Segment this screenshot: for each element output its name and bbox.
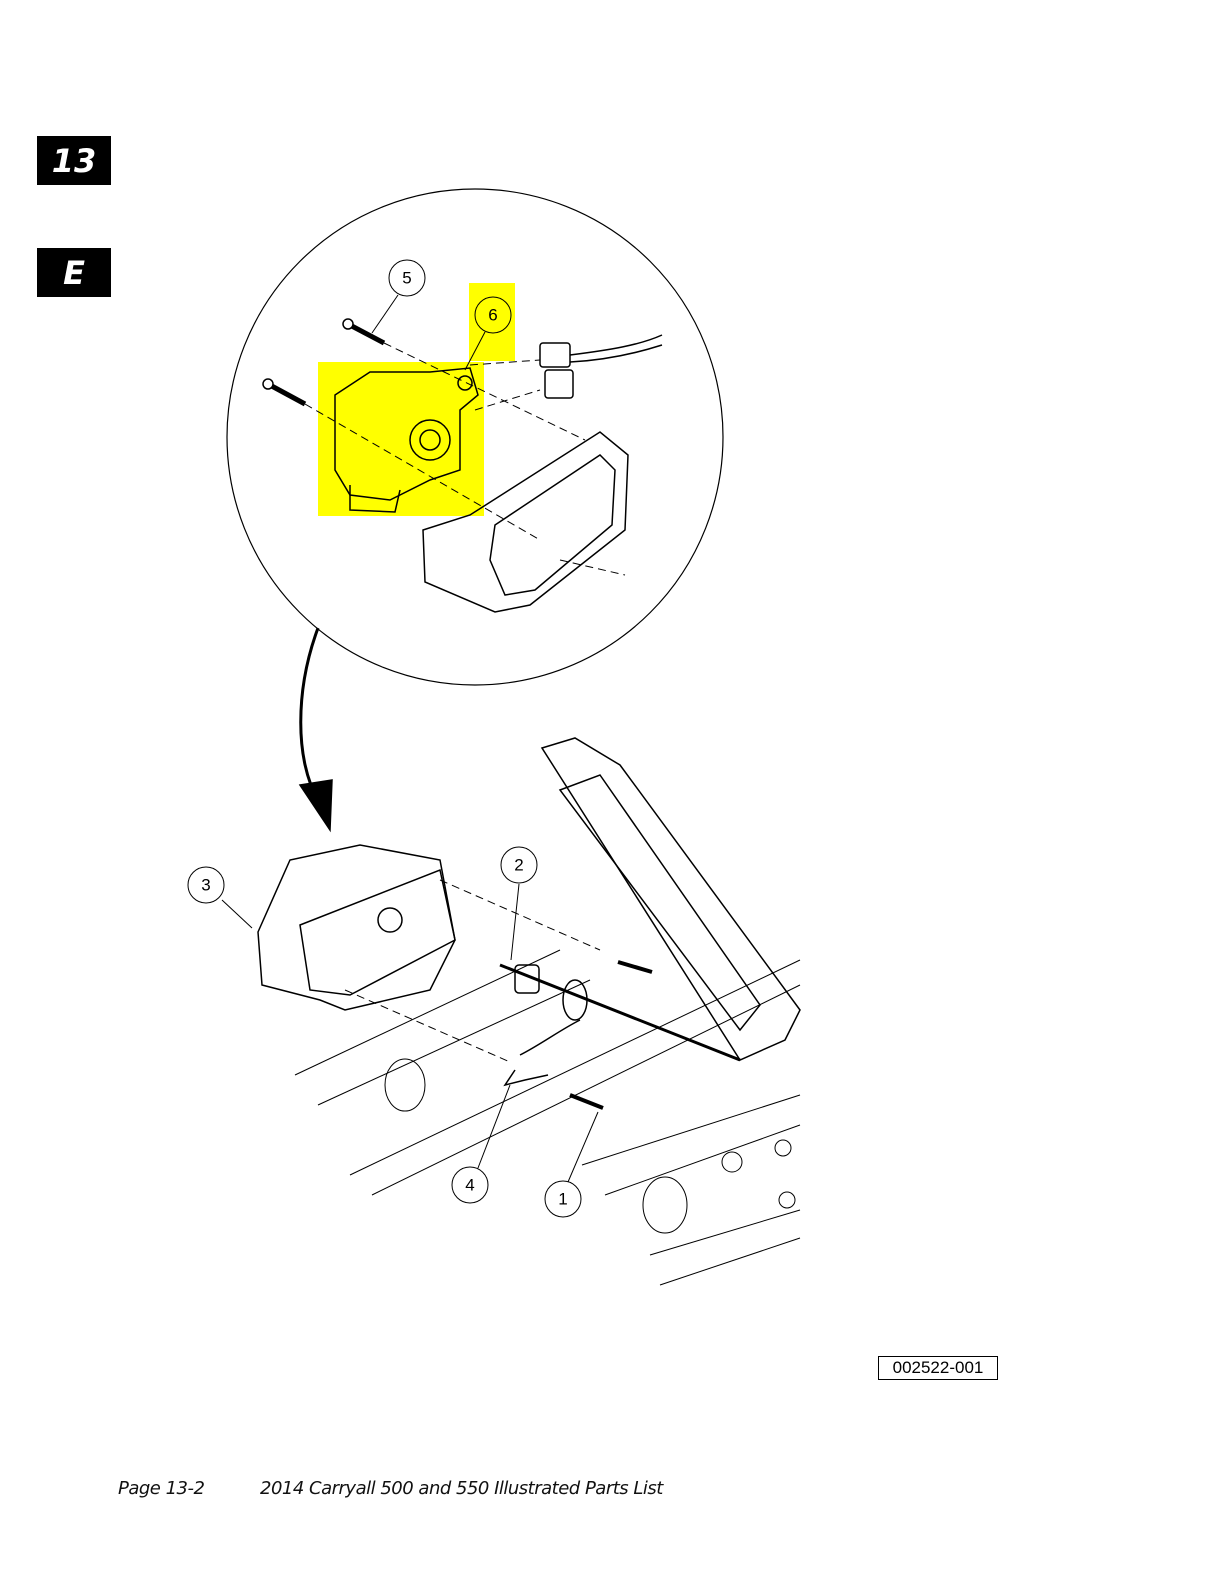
assembly-lines-detail: [304, 342, 626, 576]
section-tab: 13: [37, 136, 111, 185]
detail-circle: [226, 188, 724, 686]
zoom-arrow: [299, 627, 320, 801]
screw-5: [262, 318, 386, 407]
footer-page-number: Page 13-2: [118, 1478, 205, 1499]
frame: [294, 949, 801, 1286]
svg-text:3: 3: [201, 876, 210, 895]
pedal-arm: [540, 737, 801, 1061]
svg-text:2: 2: [514, 856, 523, 875]
wire-connector: [539, 334, 663, 399]
arrow-head: [298, 779, 333, 833]
assembly-lines-main: [344, 879, 601, 1063]
screws-1-2: [569, 960, 653, 1110]
callout-6: 6: [474, 296, 512, 334]
callout-1: 1: [544, 1180, 582, 1218]
figure-id: 002522-001: [878, 1356, 998, 1380]
callout-4: 4: [451, 1166, 489, 1204]
pedal-housing-detail: [422, 431, 629, 613]
footer-document-title: 2014 Carryall 500 and 550 Illustrated Pa…: [260, 1478, 663, 1499]
callout-5: 5: [388, 259, 426, 297]
callout-3: 3: [187, 866, 225, 904]
svg-text:1: 1: [558, 1190, 567, 1209]
pedal-shaft: [499, 963, 741, 1087]
svg-text:6: 6: [488, 306, 497, 325]
svg-text:5: 5: [402, 269, 411, 288]
pedal-sensor-part-6: [334, 367, 479, 513]
callout-2: 2: [500, 846, 538, 884]
callout-leaders: [221, 294, 599, 1183]
letter-tab: E: [37, 248, 111, 297]
pedal-housing-part-3: [257, 844, 456, 1011]
svg-text:4: 4: [465, 1176, 474, 1195]
